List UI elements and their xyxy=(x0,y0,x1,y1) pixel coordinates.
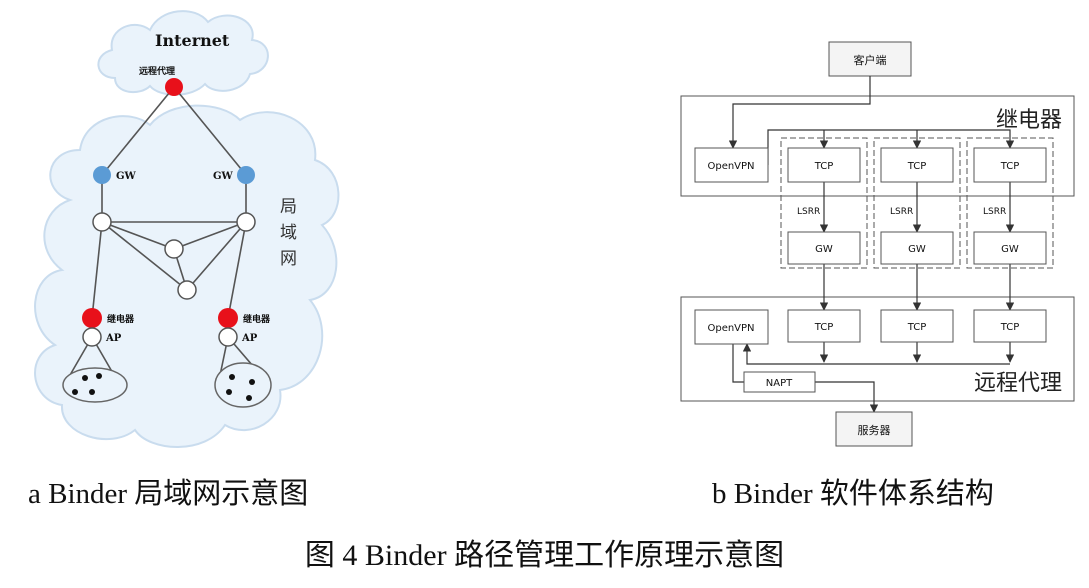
ap-left-node xyxy=(82,327,102,347)
openvpn-bottom-label: OpenVPN xyxy=(707,323,754,334)
napt-box xyxy=(743,371,816,393)
tcp-top-box xyxy=(880,147,954,183)
server-label: 服务器 xyxy=(858,424,891,437)
lan-cloud xyxy=(34,104,340,448)
tcp-bottom-label: TCP xyxy=(907,322,927,333)
tcp-bottom-box xyxy=(880,309,954,343)
lan-label-3: 网 xyxy=(280,249,297,269)
architecture-arrows xyxy=(728,76,1015,413)
ap-right-label: AP xyxy=(241,333,258,344)
gw-left-node xyxy=(93,166,111,184)
client-group-right xyxy=(214,362,272,408)
tcp-top-box xyxy=(973,147,1047,183)
tcp-bottom-box xyxy=(973,309,1047,343)
lan-links xyxy=(65,86,266,386)
gw-label: GW xyxy=(1001,244,1019,255)
switch-node-bottom xyxy=(177,280,197,300)
ap-left-label: AP xyxy=(105,333,122,344)
ap-right-node xyxy=(218,327,238,347)
lsrr-label: LSRR xyxy=(797,207,820,217)
gw-right-label: GW xyxy=(213,171,234,182)
gw-box xyxy=(787,231,861,265)
relay-left-label: 继电器 xyxy=(107,313,135,325)
lsrr-label: LSRR xyxy=(983,207,1006,217)
internet-label: Internet xyxy=(155,31,230,50)
openvpn-top-box xyxy=(694,147,769,183)
switch-node-center xyxy=(164,239,184,259)
internet-cloud xyxy=(97,10,269,96)
tcp-bottom-label: TCP xyxy=(1000,322,1020,333)
lsrr-label: LSRR xyxy=(890,207,913,217)
tcp-bottom-label: TCP xyxy=(814,322,834,333)
gw-right-node xyxy=(237,166,255,184)
gw-box xyxy=(880,231,954,265)
remote-proxy-node xyxy=(165,78,183,96)
client-label: 客户端 xyxy=(854,53,887,67)
switch-node-left xyxy=(92,212,112,232)
server-box xyxy=(835,411,913,447)
remote-proxy-label: 远程代理 xyxy=(139,65,175,77)
client-group-left xyxy=(62,367,128,403)
figure-b-architecture: 客户端 继电器 远程代理 xyxy=(680,41,1075,447)
tcp-top-label: TCP xyxy=(1000,161,1020,172)
figure-a-lan-diagram: Internet 远程代理 GW GW 局 域 网 继电器 继电器 AP AP xyxy=(34,10,340,448)
tcp-bottom-box xyxy=(787,309,861,343)
gw-box xyxy=(973,231,1047,265)
relay-right-label: 继电器 xyxy=(243,313,271,325)
proxy-title: 远程代理 xyxy=(974,371,1062,396)
gw-label: GW xyxy=(908,244,926,255)
gw-label: GW xyxy=(815,244,833,255)
figure-b-caption: b Binder 软件体系结构 xyxy=(712,478,994,510)
openvpn-top-label: OpenVPN xyxy=(707,161,754,172)
tcp-top-label: TCP xyxy=(907,161,927,172)
napt-label: NAPT xyxy=(766,378,793,389)
tcp-top-box xyxy=(787,147,861,183)
lan-label-2: 域 xyxy=(280,223,297,243)
tcp-top-label: TCP xyxy=(814,161,834,172)
lan-label-1: 局 xyxy=(280,197,297,217)
switch-node-right xyxy=(236,212,256,232)
main-caption: 图 4 Binder 路径管理工作原理示意图 xyxy=(304,539,785,572)
openvpn-bottom-box xyxy=(694,309,769,345)
relay-left-node xyxy=(82,308,102,328)
client-dots xyxy=(72,373,255,401)
relay-right-node xyxy=(218,308,238,328)
relay-title: 继电器 xyxy=(996,108,1062,133)
figure-a-caption: a Binder 局域网示意图 xyxy=(28,478,309,510)
gw-left-label: GW xyxy=(116,171,137,182)
client-box xyxy=(828,41,912,77)
